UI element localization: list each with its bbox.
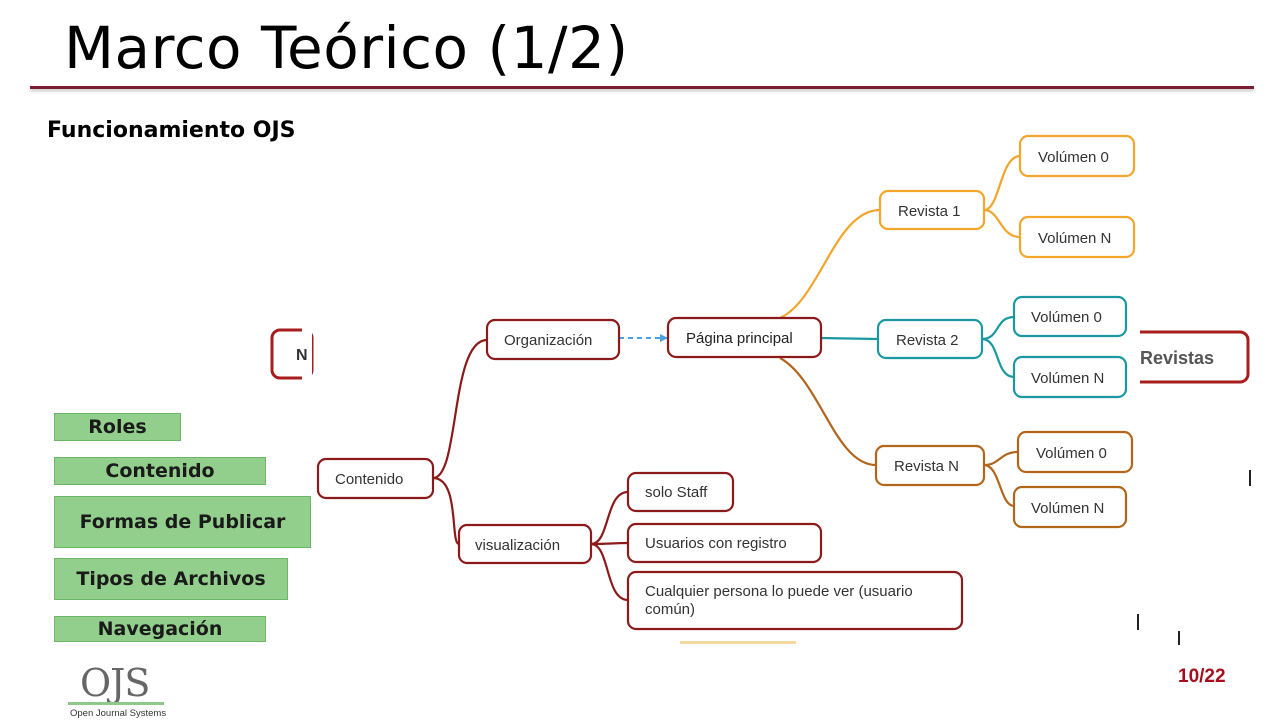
partial-left-label: N — [296, 347, 308, 364]
node-revista-n: Revista N — [874, 444, 986, 487]
revistan-connectors — [779, 357, 1019, 508]
svg-text:Revista 1: Revista 1 — [898, 203, 961, 220]
stray-mark — [1137, 614, 1139, 630]
node-revista-1: Revista 1 — [878, 189, 986, 231]
svg-text:Volúmen 0: Volúmen 0 — [1036, 445, 1107, 462]
partial-left-node: N — [270, 318, 314, 390]
svg-text:Volúmen 0: Volúmen 0 — [1038, 149, 1109, 166]
svg-text:común): común) — [645, 601, 695, 618]
svg-text:Volúmen N: Volúmen N — [1031, 500, 1104, 517]
nav-button-roles[interactable]: Roles — [54, 413, 181, 441]
svg-text:Volúmen N: Volúmen N — [1031, 370, 1104, 387]
svg-text:visualización: visualización — [475, 537, 560, 554]
nav-button-contenido[interactable]: Contenido — [54, 457, 266, 485]
svg-text:Volúmen N: Volúmen N — [1038, 230, 1111, 247]
revistas-right-node: Revistas — [1116, 322, 1250, 392]
slide-title: Marco Teórico (1/2) — [64, 14, 629, 82]
dashed-link-arrow — [660, 334, 668, 342]
svg-text:Volúmen 0: Volúmen 0 — [1031, 309, 1102, 326]
node-solo-staff: solo Staff — [626, 471, 735, 513]
slide-subtitle: Funcionamiento OJS — [47, 118, 296, 143]
node-contenido: Contenido — [316, 457, 435, 500]
svg-text:Revista N: Revista N — [894, 458, 959, 475]
partial-bottom-line — [680, 641, 796, 644]
title-divider — [30, 86, 1254, 89]
svg-text:Contenido: Contenido — [335, 471, 403, 488]
main-connectors — [432, 338, 629, 602]
svg-text:Página principal: Página principal — [686, 330, 793, 347]
svg-text:Revista 2: Revista 2 — [896, 332, 959, 349]
svg-text:Organización: Organización — [504, 332, 592, 349]
node-visualizacion: visualización — [457, 523, 593, 565]
stray-mark — [1249, 470, 1251, 486]
svg-text:Usuarios con registro: Usuarios con registro — [645, 535, 787, 552]
node-r1-volumen-0: Volúmen 0 — [1018, 134, 1136, 178]
svg-text:solo Staff: solo Staff — [645, 484, 708, 501]
ojs-logo-rule — [68, 702, 164, 705]
node-rn-volumen-n: Volúmen N — [1012, 485, 1128, 529]
node-pagina-principal: Página principal — [666, 316, 823, 359]
node-r2-volumen-n: Volúmen N — [1012, 355, 1128, 399]
svg-text:Cualquier persona lo puede ver: Cualquier persona lo puede ver (usuario — [645, 583, 913, 600]
nav-button-navegacion[interactable]: Navegación — [54, 616, 266, 642]
node-rn-volumen-0: Volúmen 0 — [1016, 430, 1134, 474]
stray-mark — [1178, 631, 1180, 645]
node-r2-volumen-0: Volúmen 0 — [1012, 295, 1128, 338]
ojs-logo-subtitle: Open Journal Systems — [70, 708, 167, 719]
revista2-connectors — [819, 315, 1015, 379]
page-number: 10/22 — [1178, 666, 1226, 687]
node-usuarios-con-registro: Usuarios con registro — [626, 522, 823, 564]
ojs-logo-mark: OJS — [80, 661, 150, 705]
node-revista-2: Revista 2 — [876, 318, 984, 360]
revista1-connectors — [779, 154, 1021, 320]
revistas-right-label: Revistas — [1140, 348, 1214, 368]
nav-button-tipos-de-archivos[interactable]: Tipos de Archivos — [54, 558, 288, 600]
node-r1-volumen-n: Volúmen N — [1018, 215, 1136, 259]
node-cualquier-persona: Cualquier persona lo puede ver (usuario … — [626, 570, 964, 631]
nav-button-formas-de-publicar[interactable]: Formas de Publicar — [54, 496, 311, 548]
ojs-logo: OJS Open Journal Systems — [68, 664, 168, 720]
node-organizacion: Organización — [485, 318, 621, 361]
